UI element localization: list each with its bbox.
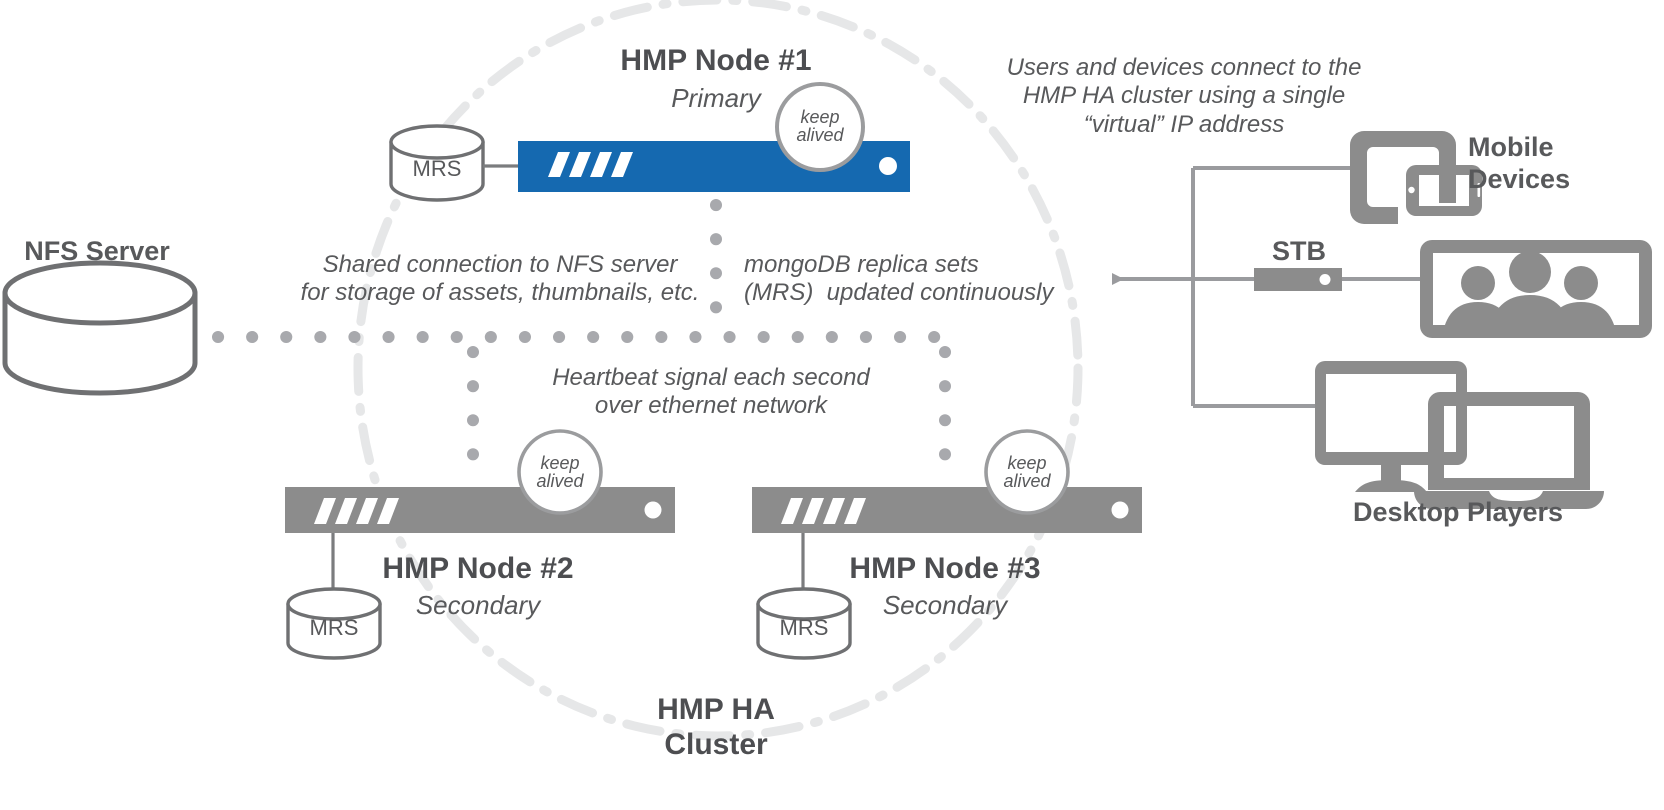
node-2-keepalived-badge xyxy=(517,429,603,515)
nfs-server-label: NFS Server xyxy=(24,236,170,266)
virtual-ip-line-2: HMP HA cluster using a single xyxy=(1022,82,1346,110)
stb-icon xyxy=(1254,268,1342,291)
mobile-devices-icon xyxy=(1350,131,1482,224)
node-3-title: HMP Node #3 xyxy=(849,552,1041,585)
ha-cluster-ring xyxy=(353,0,1083,741)
desktop-players-icon xyxy=(1315,361,1604,509)
node-3-keepalived-line1: keep xyxy=(1007,453,1047,473)
node-3-vent-icon xyxy=(781,498,866,524)
node-2-mrs-cylinder xyxy=(286,587,382,660)
node-2-status-led xyxy=(644,501,662,519)
node-3-role: Secondary xyxy=(882,590,1008,620)
node-1-role: Primary xyxy=(671,83,761,113)
node-3-keepalived-line2: alived xyxy=(1003,471,1051,492)
node-3-mrs-label: MRS xyxy=(779,615,829,640)
nfs-shared-line-2: for storage of assets, thumbnails, etc. xyxy=(300,279,700,307)
ha-cluster-line-2: Cluster xyxy=(664,728,768,762)
node-2-keepalived-line1: keep xyxy=(540,453,580,473)
node-1-mrs-cylinder xyxy=(389,124,485,202)
mongodb-line-2: (MRS) updated continuously xyxy=(744,279,1054,307)
virtual-ip-line-3: “virtual” IP address xyxy=(1083,110,1285,138)
node-1-keepalived-line1: keep xyxy=(800,107,840,127)
node-1-keepalived-line2: alived xyxy=(796,125,844,146)
node-1-status-led xyxy=(879,157,897,175)
virtual-ip-line-1: Users and devices connect to the xyxy=(1006,54,1362,81)
heartbeat-line-2: over ethernet network xyxy=(594,392,828,420)
node-2-title: HMP Node #2 xyxy=(382,552,574,585)
stb-label: STB xyxy=(1272,236,1326,266)
node-2-keepalived-line2: alived xyxy=(536,471,584,492)
node-3-mrs-cylinder xyxy=(756,587,852,660)
node-3-status-led xyxy=(1111,501,1129,519)
mobile-devices-line-1: Mobile xyxy=(1468,132,1554,162)
heartbeat-line-1: Heartbeat signal each second xyxy=(552,364,870,391)
node-1-vent-icon xyxy=(548,152,633,177)
node-2-role: Secondary xyxy=(415,590,541,620)
client-network-wiring xyxy=(1112,166,1422,408)
mobile-devices-line-2: Devices xyxy=(1468,163,1571,194)
desktop-players-label: Desktop Players xyxy=(1352,497,1564,527)
node-2-vent-icon xyxy=(314,498,399,524)
nfs-server-cylinder xyxy=(2,260,198,396)
node-1-mrs-label: MRS xyxy=(412,156,462,181)
nfs-shared-line-1: Shared connection to NFS server xyxy=(322,251,678,278)
ha-cluster-line-1: HMP HA xyxy=(657,693,775,726)
node-3-appliance xyxy=(752,429,1142,660)
tv-audience-icon xyxy=(1420,240,1652,338)
node-2-appliance xyxy=(285,429,675,660)
node-1-appliance xyxy=(389,82,910,202)
node-2-mrs-label: MRS xyxy=(309,615,359,640)
node-1-title: HMP Node #1 xyxy=(620,44,812,77)
mongodb-annotation: mongoDB replica sets(MRS) updated contin… xyxy=(744,251,1054,308)
node-3-keepalived-badge xyxy=(984,429,1070,515)
node-1-keepalived-badge xyxy=(775,82,865,172)
mongodb-line-1: mongoDB replica sets xyxy=(744,251,979,278)
